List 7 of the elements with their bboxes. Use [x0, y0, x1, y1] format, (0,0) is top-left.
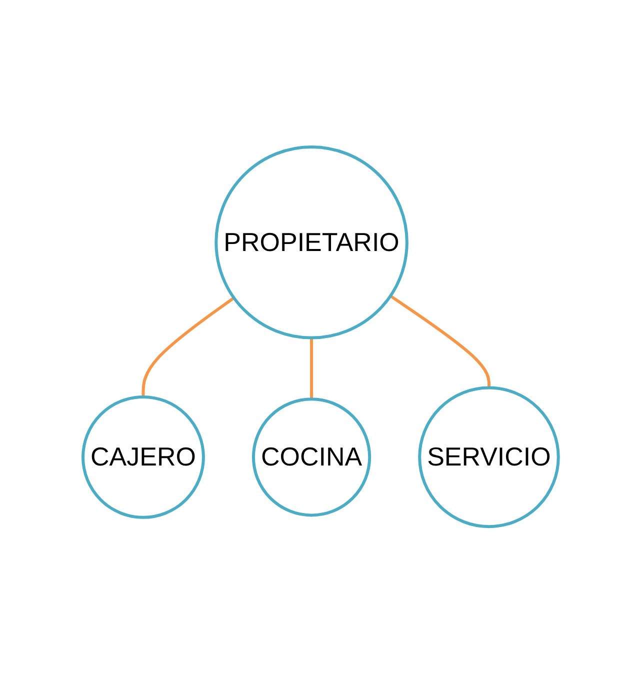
node-circle: PROPIETARIO [214, 146, 408, 340]
node-circle: COCINA [252, 398, 371, 517]
node-circle: SERVICIO [418, 386, 560, 528]
connector [142, 296, 235, 398]
connector [389, 294, 490, 388]
node-circle: CAJERO [81, 396, 205, 520]
connector [310, 338, 313, 400]
